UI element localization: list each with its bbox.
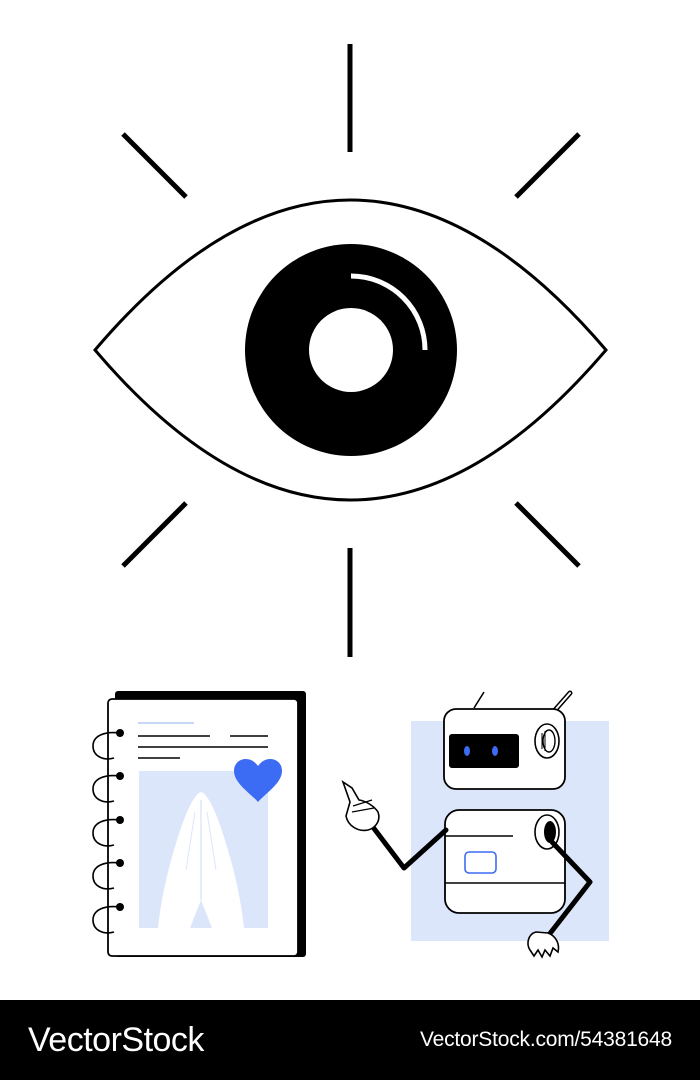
watermark-logo: VectorStock [28,1020,204,1059]
notebook-spiral-holes [116,729,124,911]
robot-body-side-knob [544,821,556,843]
radiating-lines-icon [121,44,581,657]
illustration-canvas [92,44,609,959]
robot-arm-right [545,839,593,939]
robot-head-side-knob [542,729,556,753]
praying-hands-detail [206,811,217,871]
robot-arm-left [363,815,449,871]
robot-visor [449,734,519,768]
robot-chest-panel [464,851,497,874]
robot-antenna [473,691,485,709]
watermark-image-id: VectorStock.com/54381648 [419,1028,672,1051]
eye-reflection [350,273,428,351]
robot-eye-left [464,746,470,756]
watermark-footer-bar: VectorStock VectorStock.com/54381648 [0,1000,700,1080]
praying-hands-icon [158,792,244,928]
ray-top-left [121,132,188,199]
heart-icon [234,759,282,802]
robot-hand-pointing [341,780,380,832]
eye-icon [93,198,608,502]
praying-hands-detail [185,811,196,871]
spiral-notebook-icon [92,691,306,957]
ray-top-right [514,132,581,199]
eye-pupil-highlight [309,308,393,392]
robot-hand-hanging [527,931,560,959]
notebook-spiral-rings [92,731,121,934]
robot-eye-right [492,746,498,756]
robot-icon [341,690,609,959]
ray-bottom-left [121,501,188,568]
ray-bottom-right [514,501,581,568]
